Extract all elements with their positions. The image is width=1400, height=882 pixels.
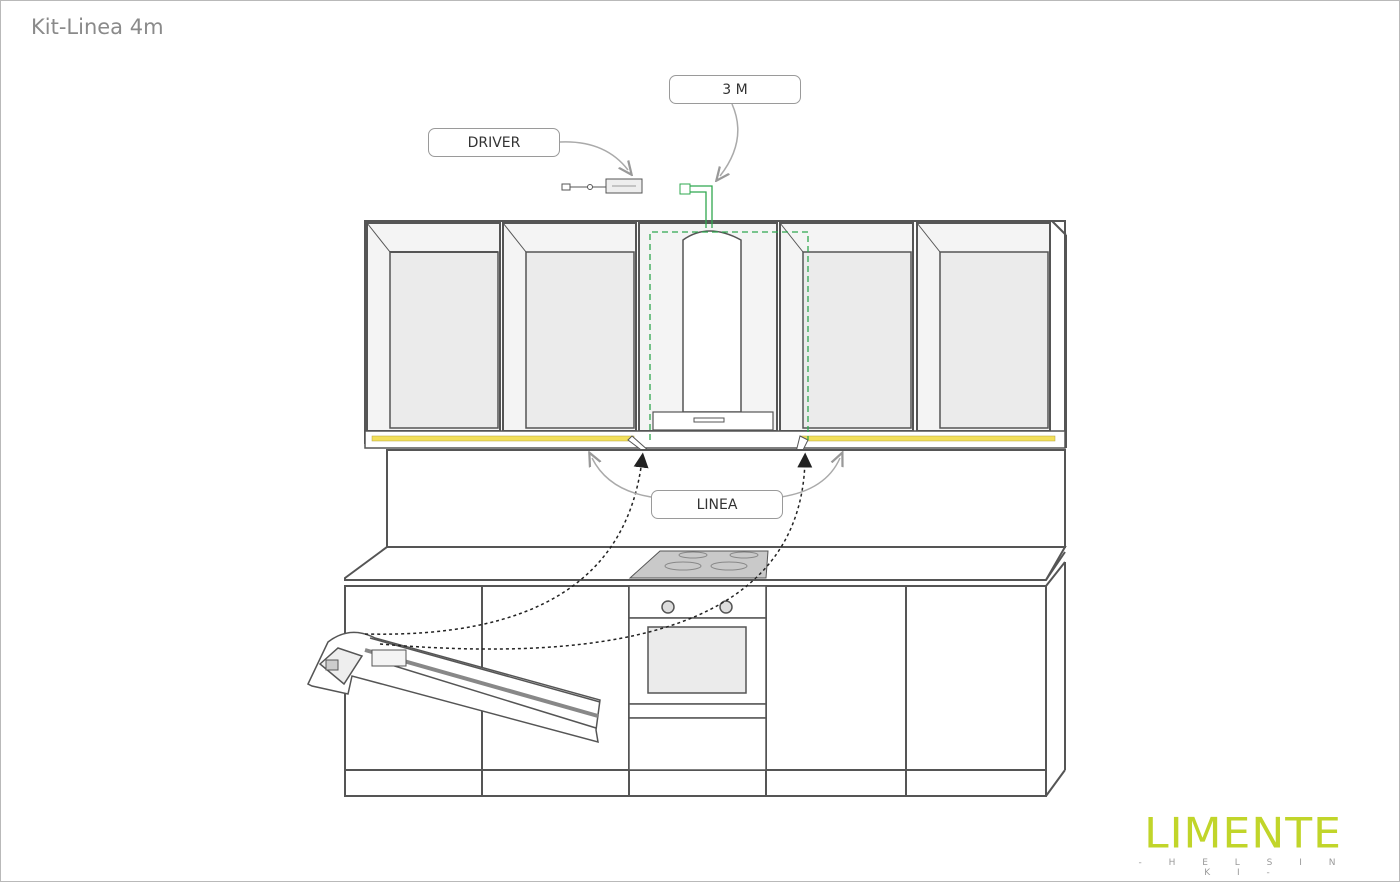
arrow-linea-right [780,458,840,498]
countertop [344,546,1067,587]
upper-cabinet-1 [366,222,501,432]
dotted-arrow-left [364,452,649,635]
arrow-driver [559,141,628,170]
callout-driver: DRIVER [428,128,560,157]
linea-path [649,231,809,440]
brand-subtitle: - H E L S I N K I - [1138,858,1348,878]
upper-cabinet-2 [502,222,637,432]
upper-cabinets [364,220,1067,449]
page-title: Kit-Linea 4m [31,15,164,39]
arrow-3m [720,103,739,176]
brand-name: LIMENTE [1144,809,1342,858]
brand-logo: LIMENTE - H E L S I N K I - [1126,812,1360,878]
callout-3m: 3 M [669,75,801,104]
upper-cabinet-4 [916,222,1051,432]
wiring [679,183,713,228]
led-strips [371,435,1056,453]
arrow-linea-left [592,458,652,498]
driver-unit [561,178,643,194]
hood-cabinet [638,222,779,444]
upper-cabinet-3 [779,222,914,432]
linea-profile-detail [307,631,601,744]
callout-linea: LINEA [651,490,783,519]
dotted-arrow-right [379,452,813,650]
oven [628,585,767,771]
